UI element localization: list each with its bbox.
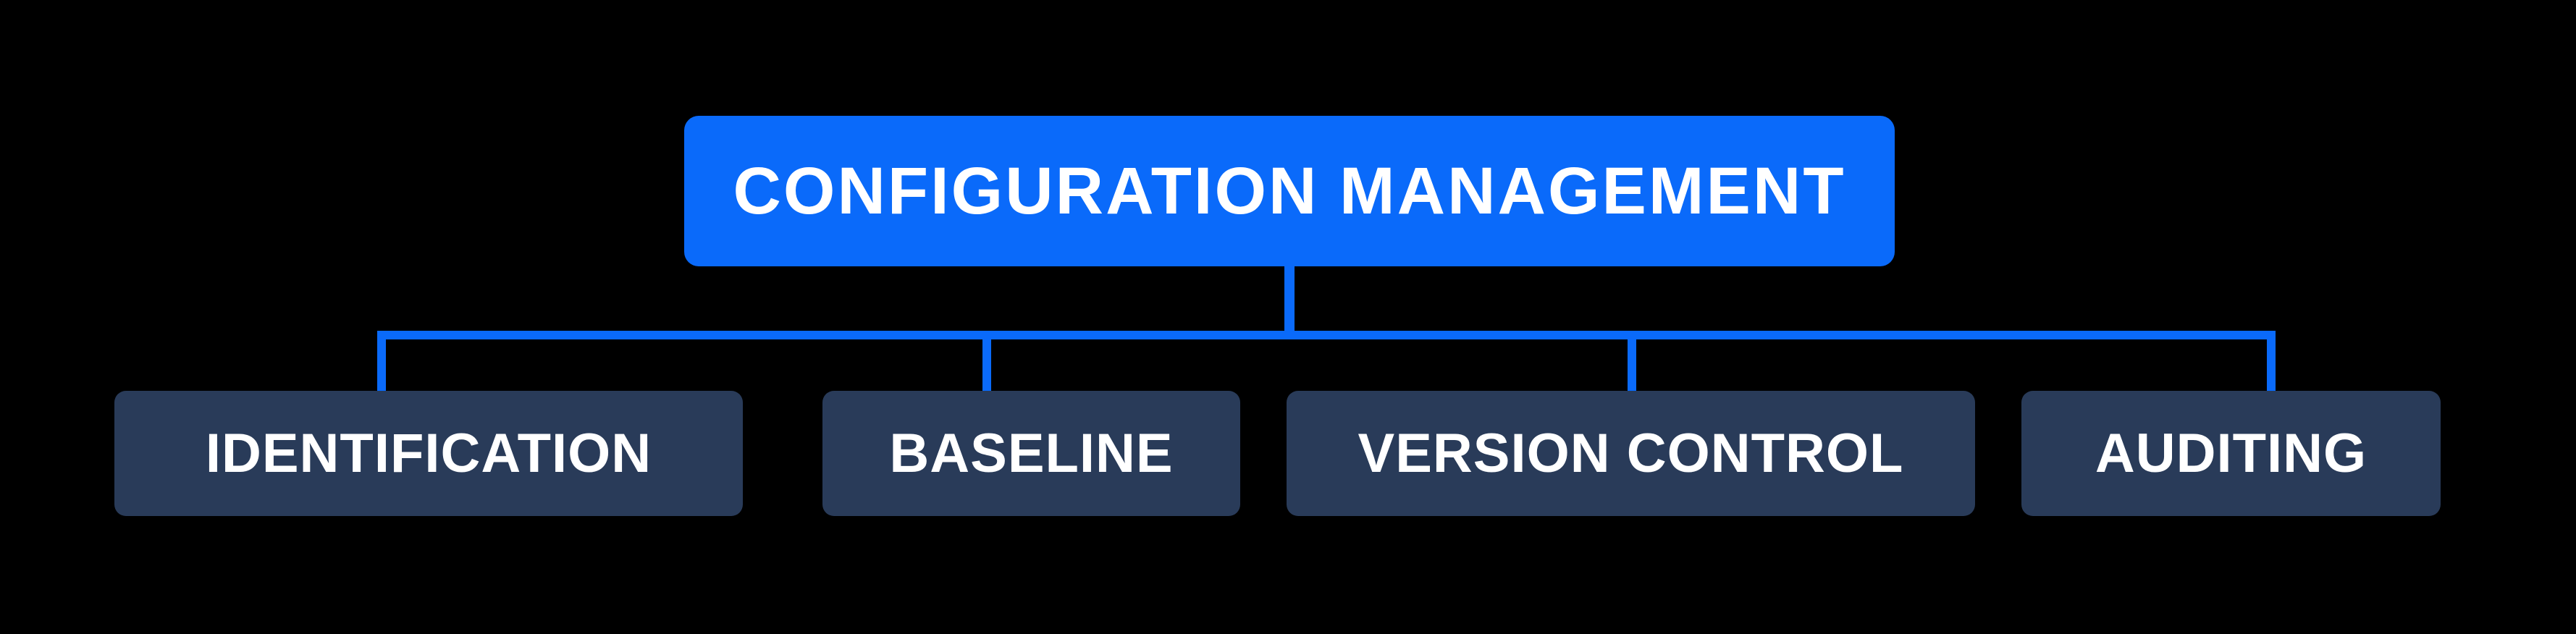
node-identification: IDENTIFICATION <box>114 391 743 516</box>
node-version-control: VERSION CONTROL <box>1287 391 1975 516</box>
connector-drop-baseline <box>982 331 991 394</box>
connector-drop-auditing <box>2267 331 2276 394</box>
node-auditing: AUDITING <box>2021 391 2441 516</box>
node-configuration-management: CONFIGURATION MANAGEMENT <box>684 116 1895 266</box>
node-version-control-label: VERSION CONTROL <box>1358 423 1904 484</box>
node-configuration-management-label: CONFIGURATION MANAGEMENT <box>733 153 1846 228</box>
connector-drop-identification <box>377 331 386 394</box>
connector-trunk <box>1284 265 1295 339</box>
connector-drop-version-control <box>1628 331 1636 394</box>
node-baseline-label: BASELINE <box>889 423 1174 484</box>
node-auditing-label: AUDITING <box>2095 423 2367 484</box>
node-baseline: BASELINE <box>822 391 1240 516</box>
node-identification-label: IDENTIFICATION <box>205 423 652 484</box>
connector-rail <box>377 331 2276 339</box>
